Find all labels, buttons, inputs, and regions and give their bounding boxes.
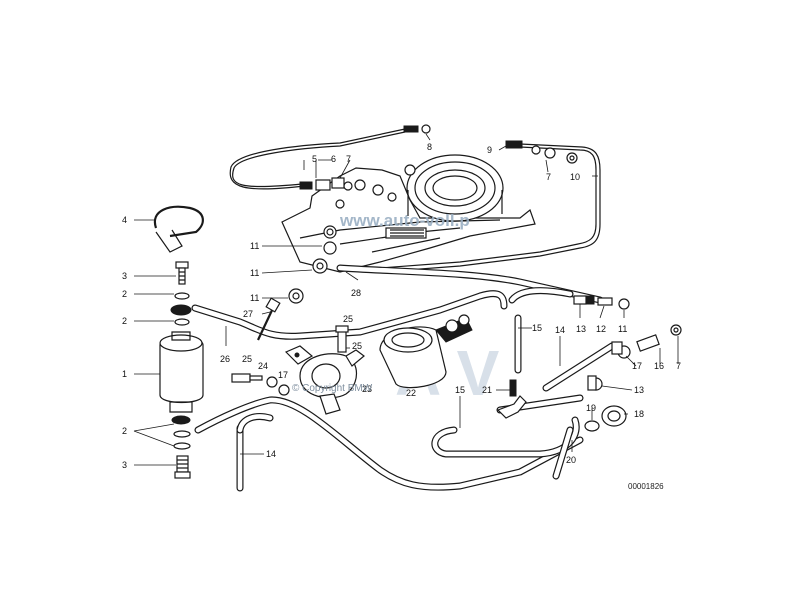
callout-17: 17 xyxy=(278,370,288,380)
callout-11: 11 xyxy=(250,268,259,278)
callout-4: 4 xyxy=(122,215,127,225)
callout-8: 8 xyxy=(427,142,432,152)
callout-3: 3 xyxy=(122,271,127,281)
callout-26: 26 xyxy=(220,354,230,364)
banjo-bolt-top xyxy=(175,261,189,285)
callout-2: 2 xyxy=(122,426,127,436)
bleed-line xyxy=(257,297,281,341)
sealing-washer xyxy=(174,318,190,326)
callout-17: 17 xyxy=(632,361,642,371)
callout-9: 9 xyxy=(487,145,492,155)
callout-16: 16 xyxy=(654,361,664,371)
sealing-ring xyxy=(288,288,304,304)
fuel-filter xyxy=(159,304,204,425)
callout-12: 12 xyxy=(596,324,606,334)
callout-2: 2 xyxy=(122,316,127,326)
banjo-bolt-bottom xyxy=(174,455,191,479)
watermark-url: www.auto-voll.p xyxy=(339,211,470,230)
callout-6: 6 xyxy=(331,154,336,164)
callout-5: 5 xyxy=(312,154,317,164)
callout-15: 15 xyxy=(532,323,542,333)
drawing-number: 00001826 xyxy=(628,482,664,491)
callout-25: 25 xyxy=(242,354,252,364)
callout-11: 11 xyxy=(618,324,627,334)
fuel-distributor-assembly xyxy=(281,154,536,273)
callout-14: 14 xyxy=(266,449,276,459)
callout-2: 2 xyxy=(122,289,127,299)
callout-13: 13 xyxy=(576,324,586,334)
sealing-ring xyxy=(323,241,337,255)
callout-18: 18 xyxy=(634,409,644,419)
callout-23: 23 xyxy=(362,384,372,394)
callout-19: 19 xyxy=(586,403,596,413)
callout-28: 28 xyxy=(351,288,361,298)
fuel-accumulator xyxy=(379,314,473,389)
sealing-washer xyxy=(173,442,191,450)
hose-clamp xyxy=(153,205,204,253)
callout-3: 3 xyxy=(122,460,127,470)
sealing-washer xyxy=(173,430,191,438)
callout-labels: 4 3 2 2 1 2 3 5 6 7 8 9 7 10 11 11 11 27… xyxy=(122,142,681,470)
bracket-bolts xyxy=(231,325,349,396)
callout-25: 25 xyxy=(352,341,362,351)
callout-27: 27 xyxy=(243,309,253,319)
callout-13: 13 xyxy=(634,385,644,395)
callout-11: 11 xyxy=(250,241,259,251)
leader-lines xyxy=(133,133,679,466)
callout-25: 25 xyxy=(343,314,353,324)
callout-7: 7 xyxy=(676,361,681,371)
callout-11: 11 xyxy=(250,293,259,303)
callout-22: 22 xyxy=(406,388,416,398)
callout-10: 10 xyxy=(570,172,580,182)
sealing-washer xyxy=(174,292,190,300)
upper-fuel-lines xyxy=(229,124,601,273)
callout-20: 20 xyxy=(566,455,576,465)
callout-24: 24 xyxy=(258,361,268,371)
sealing-ring xyxy=(312,258,328,274)
callout-7: 7 xyxy=(546,172,551,182)
watermark-copyright: © Copyright BMW xyxy=(292,383,373,394)
right-fittings xyxy=(496,295,682,432)
callout-15: 15 xyxy=(455,385,465,395)
callout-7: 7 xyxy=(346,154,351,164)
fuel-hoses xyxy=(191,264,616,492)
callout-1: 1 xyxy=(122,369,127,379)
callout-14: 14 xyxy=(555,325,565,335)
mounting-bracket xyxy=(284,345,365,415)
callout-21: 21 xyxy=(482,385,492,395)
